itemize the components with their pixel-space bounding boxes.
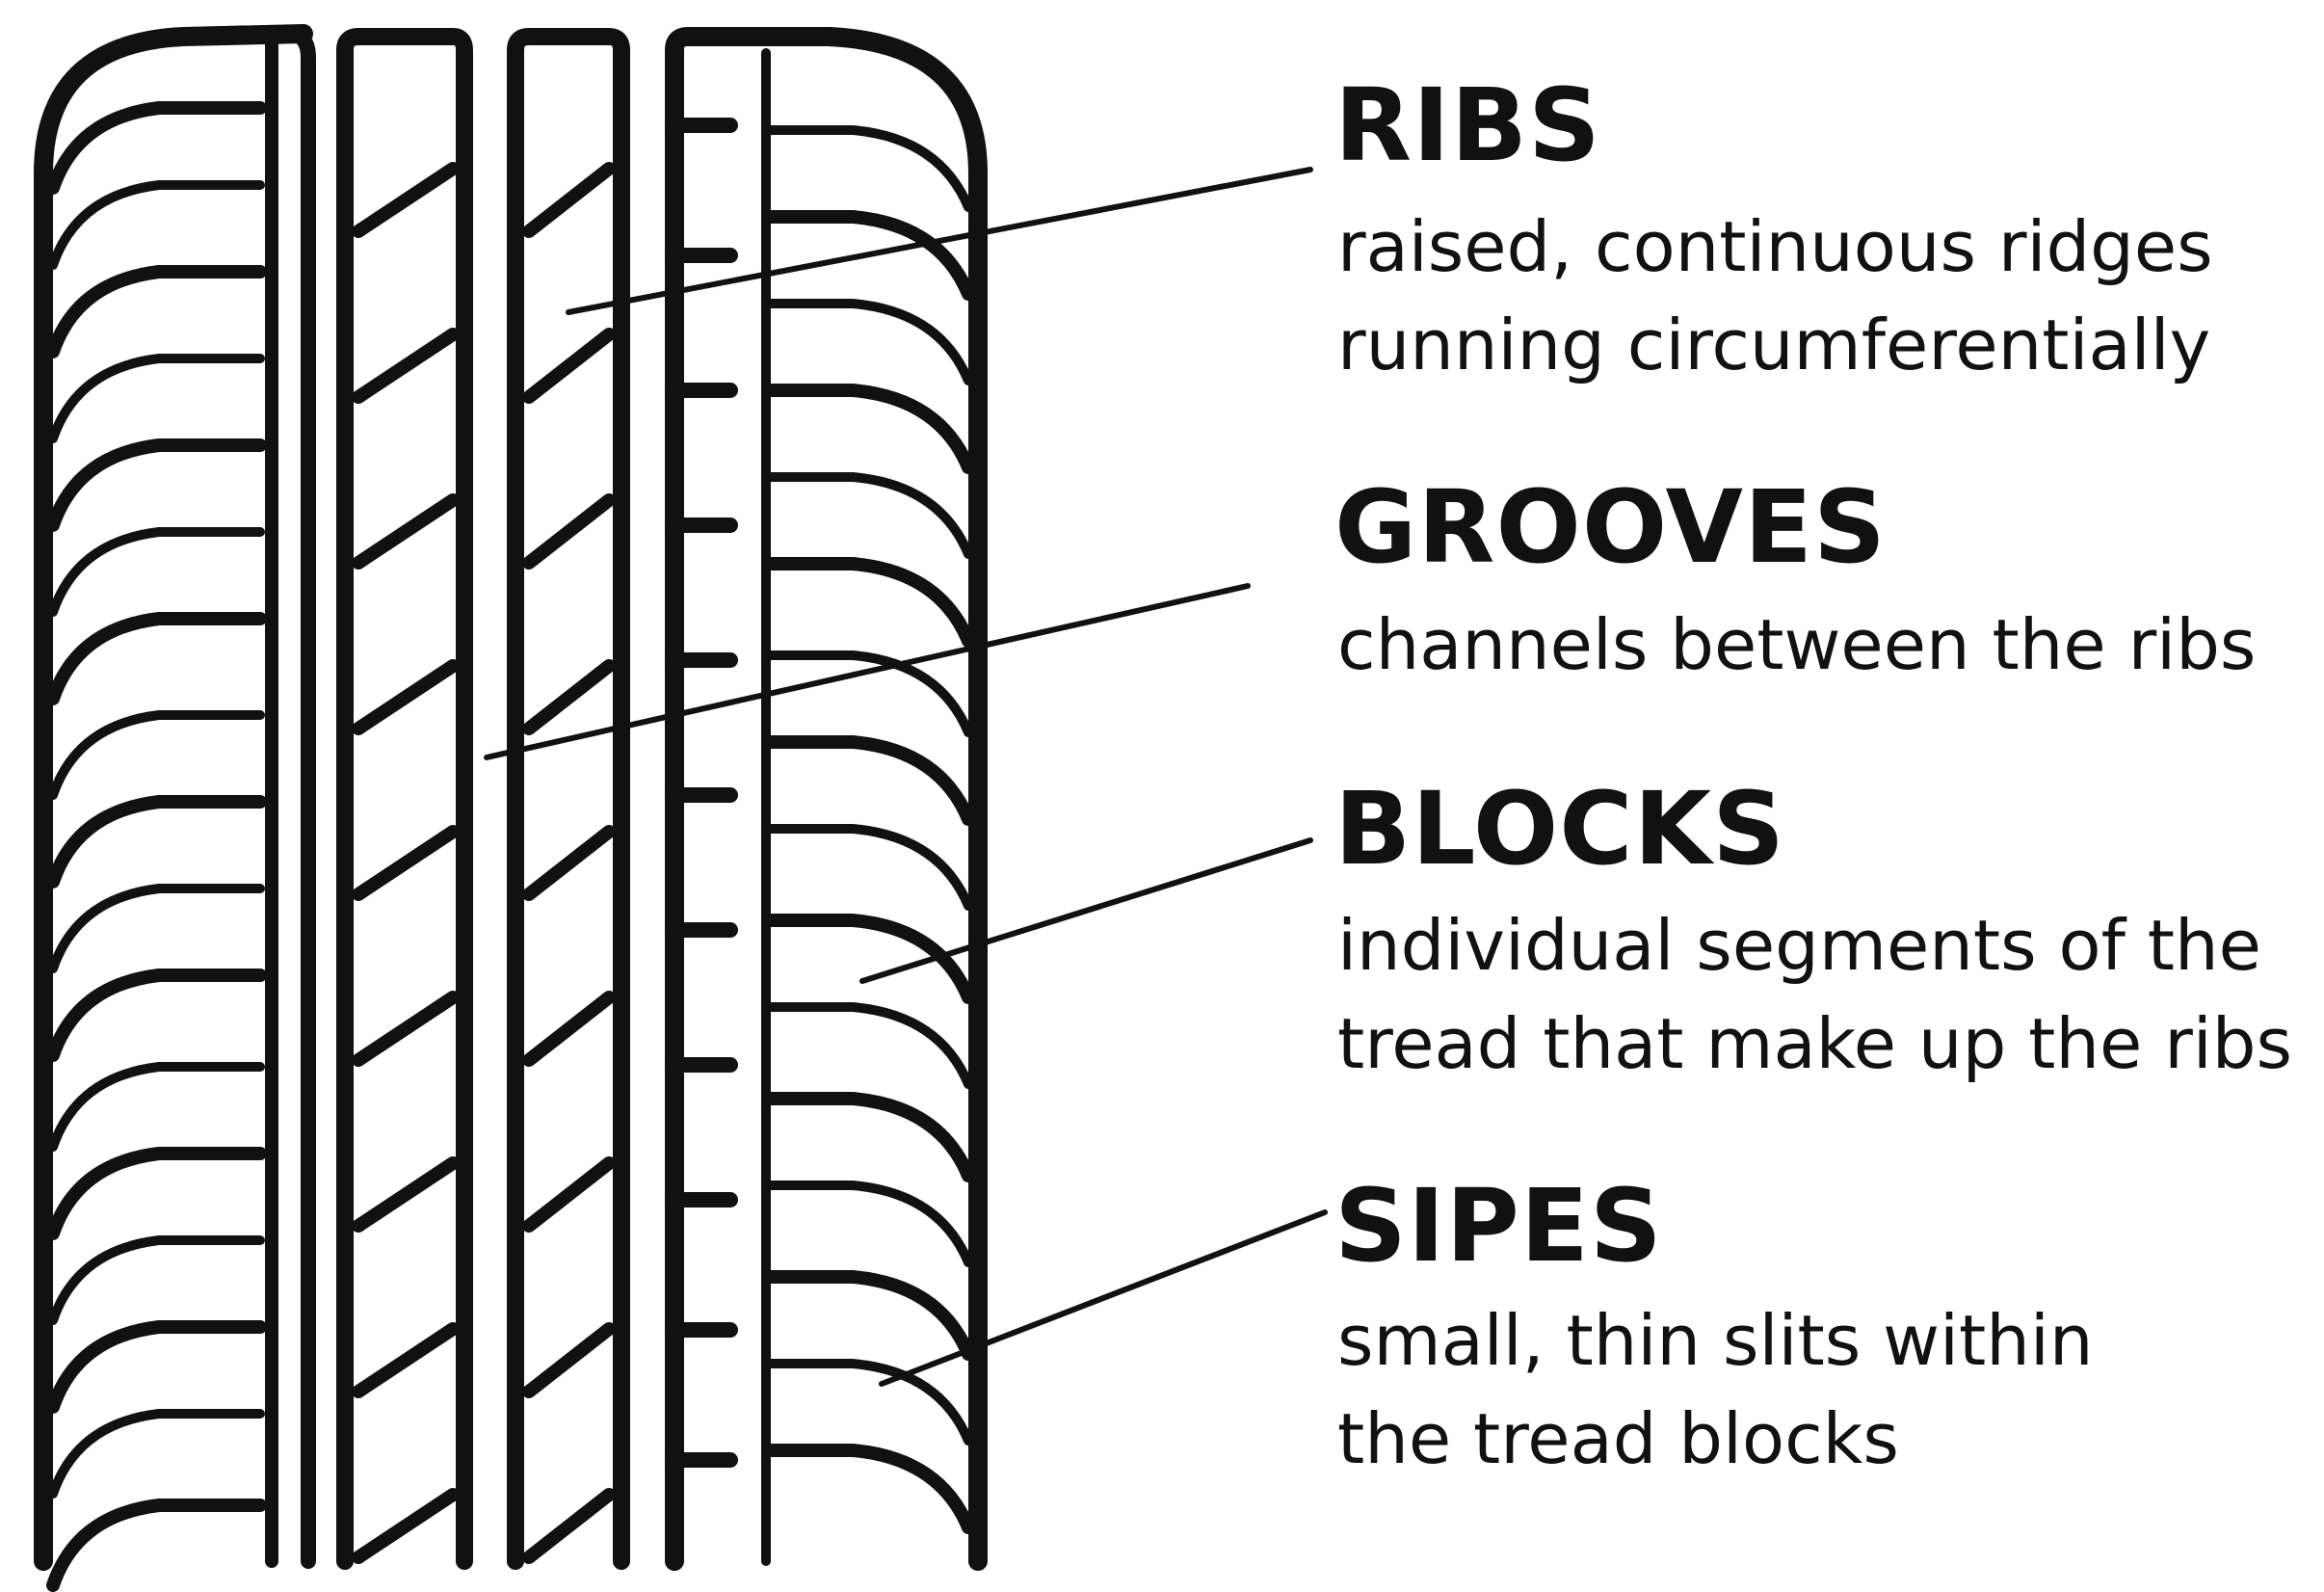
right-shoulder-block: [764, 384, 975, 474]
right-shoulder-block: [766, 1002, 973, 1089]
left-shoulder-block: [46, 1499, 267, 1592]
center-rib-sipe: [352, 991, 460, 1067]
sipes-leader-line: [879, 1209, 1328, 1387]
ribs-desc-line-1: raised, continuous ridges: [1337, 206, 2213, 287]
right-shoulder-block: [764, 1270, 975, 1361]
left-shoulder-block: [48, 710, 265, 800]
left-shoulder-block: [46, 795, 267, 889]
center-rib-sipe: [352, 1156, 460, 1233]
right-shoulder-block: [764, 1092, 975, 1182]
grooves-term: GROOVES: [1334, 468, 1887, 586]
right-shoulder-block: [766, 824, 973, 911]
center-rib-sipe: [352, 1488, 460, 1564]
right-shoulder-outline: [665, 27, 988, 1571]
right-shoulder-block: [764, 735, 975, 826]
left-shoulder-block: [46, 438, 267, 532]
left-shoulder-block: [48, 1062, 265, 1152]
center-rib-sipe: [352, 162, 460, 238]
right-shoulder-block: [764, 914, 975, 1004]
center-rib-sipe: [522, 1488, 616, 1564]
right-shoulder-block: [766, 1359, 973, 1446]
right-shoulder-block: [764, 557, 975, 648]
ribs-term: RIBS: [1334, 66, 1601, 184]
right-shoulder-block: [766, 299, 973, 385]
grooves-desc-line-1: channels between the ribs: [1337, 604, 2257, 685]
center-rib-sipe: [522, 659, 616, 735]
left-shoulder-block: [46, 612, 267, 705]
center-rib-sipe: [522, 493, 616, 570]
center-rib-sipe: [352, 328, 460, 404]
tire-tread: [34, 24, 988, 1592]
right-shoulder-block: [766, 650, 973, 737]
left-shoulder-block: [46, 1147, 267, 1240]
left-shoulder-block: [46, 968, 267, 1062]
left-shoulder-block: [48, 884, 265, 973]
center-rib-1-outline: [336, 28, 473, 1570]
ribs-desc-line-2: running circumferentially: [1337, 305, 2211, 385]
center-rib-sipe: [522, 1322, 616, 1398]
left-shoulder-block: [48, 1235, 265, 1325]
center-rib-2-outline: [507, 28, 630, 1570]
sipes-desc-line-1: small, thin slits within: [1337, 1300, 2094, 1381]
center-rib-sipe: [522, 991, 616, 1067]
left-shoulder-block: [48, 1409, 265, 1499]
center-rib-sipe: [352, 493, 460, 570]
left-shoulder-block: [46, 1320, 267, 1414]
sipes-term: SIPES: [1334, 1167, 1663, 1285]
left-shoulder-block: [48, 180, 265, 270]
center-rib-sipe: [352, 659, 460, 735]
blocks-desc-line-2: tread that make up the ribs: [1337, 1003, 2293, 1084]
left-shoulder-block: [46, 101, 267, 195]
right-shoulder-block: [764, 210, 975, 301]
left-shoulder-block: [48, 527, 265, 617]
right-shoulder-block: [766, 125, 973, 212]
ribs-leader-line: [566, 167, 1313, 315]
sipes-desc-line-2: the tread blocks: [1337, 1398, 1899, 1479]
blocks-leader-line: [859, 837, 1313, 984]
left-shoulder-block: [48, 354, 265, 443]
center-rib-sipe: [522, 328, 616, 404]
blocks-desc-line-1: individual segments of the: [1337, 905, 2261, 986]
left-shoulder-block: [46, 265, 267, 358]
center-rib-sipe: [522, 1156, 616, 1233]
center-rib-sipe: [352, 825, 460, 901]
grooves-leader-line: [484, 583, 1251, 760]
center-rib-sipe: [352, 1322, 460, 1398]
blocks-term: BLOCKS: [1334, 770, 1786, 888]
center-rib-sipe: [522, 162, 616, 238]
left-shoulder-outline: [34, 24, 313, 1571]
left-groove-edge: [281, 26, 316, 1569]
center-rib-sipe: [522, 825, 616, 901]
right-shoulder-block: [764, 1444, 975, 1534]
right-shoulder-block: [766, 472, 973, 559]
right-shoulder-block: [766, 1181, 973, 1267]
leader-lines: [484, 167, 1328, 1387]
